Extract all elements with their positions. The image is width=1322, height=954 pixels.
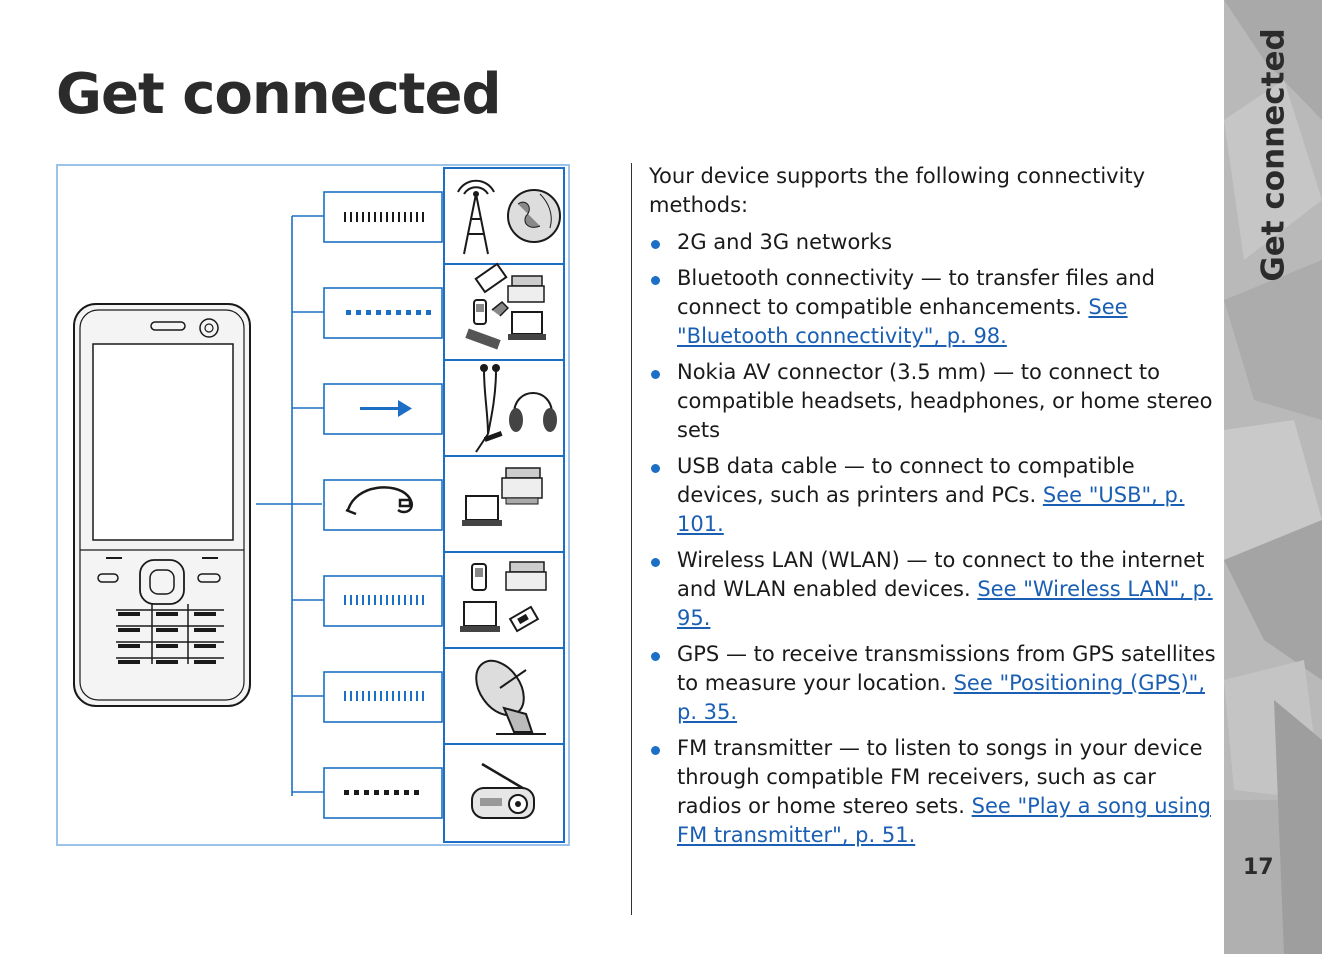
gps-satellite-dish-icon <box>475 659 546 735</box>
item-text: Nokia AV connector (3.5 mm) — to connect… <box>677 360 1213 442</box>
side-tab-text: Get connected <box>1256 28 1293 282</box>
xref-link-wlan[interactable]: See "Wireless LAN", p. 95. <box>677 577 1213 630</box>
connectivity-list: 2G and 3G networks Bluetooth connectivit… <box>649 228 1219 850</box>
xref-link-usb[interactable]: See "USB", p. 101. <box>677 483 1185 536</box>
item-text: Bluetooth connectivity — to transfer fil… <box>677 266 1155 319</box>
intro-paragraph: Your device supports the following conne… <box>649 164 1146 217</box>
list-item: Nokia AV connector (3.5 mm) — to connect… <box>649 358 1219 445</box>
xref-link-fm[interactable]: See "Play a song using FM transmitter", … <box>677 794 1211 847</box>
item-text: Wireless LAN (WLAN) — to connect to the … <box>677 548 1205 601</box>
bullet-icon <box>651 240 660 249</box>
connectivity-text: Your device supports the following conne… <box>649 162 1219 857</box>
column-divider <box>631 163 632 915</box>
page-title: Get connected <box>56 62 502 127</box>
bullet-icon <box>651 464 660 473</box>
item-text: USB data cable — to connect to compatibl… <box>677 454 1135 507</box>
wlan-devices-icon <box>460 561 547 633</box>
usb-printer-laptop-icon <box>462 467 543 526</box>
bullet-icon <box>651 652 660 661</box>
list-item: GPS — to receive transmissions from GPS … <box>649 640 1219 727</box>
list-item: FM transmitter — to listen to songs in y… <box>649 734 1219 850</box>
xref-link-gps[interactable]: See "Positioning (GPS)", p. 35. <box>677 671 1205 724</box>
page-number: 17 <box>1243 855 1274 880</box>
bullet-icon <box>651 370 660 379</box>
list-item: USB data cable — to connect to compatibl… <box>649 452 1219 539</box>
connectivity-illustration <box>56 164 570 846</box>
side-tab <box>1224 0 1322 954</box>
item-text: GPS — to receive transmissions from GPS … <box>677 642 1216 695</box>
bullet-icon <box>651 276 660 285</box>
bluetooth-devices-icon <box>465 262 546 350</box>
headset-icon <box>475 364 557 453</box>
item-text: FM transmitter — to listen to songs in y… <box>677 736 1203 818</box>
item-text: 2G and 3G networks <box>677 230 893 254</box>
bullet-icon <box>651 558 660 567</box>
side-tab-label: Get connected <box>1256 28 1292 281</box>
xref-link-bluetooth[interactable]: See "Bluetooth connectivity", p. 98. <box>677 295 1128 348</box>
list-item: Bluetooth connectivity — to transfer fil… <box>649 264 1219 351</box>
network-tower-globe-icon <box>457 179 561 255</box>
bullet-icon <box>651 746 660 755</box>
list-item: Wireless LAN (WLAN) — to connect to the … <box>649 546 1219 633</box>
fm-radio-icon <box>471 762 535 819</box>
list-item: 2G and 3G networks <box>649 228 1219 257</box>
